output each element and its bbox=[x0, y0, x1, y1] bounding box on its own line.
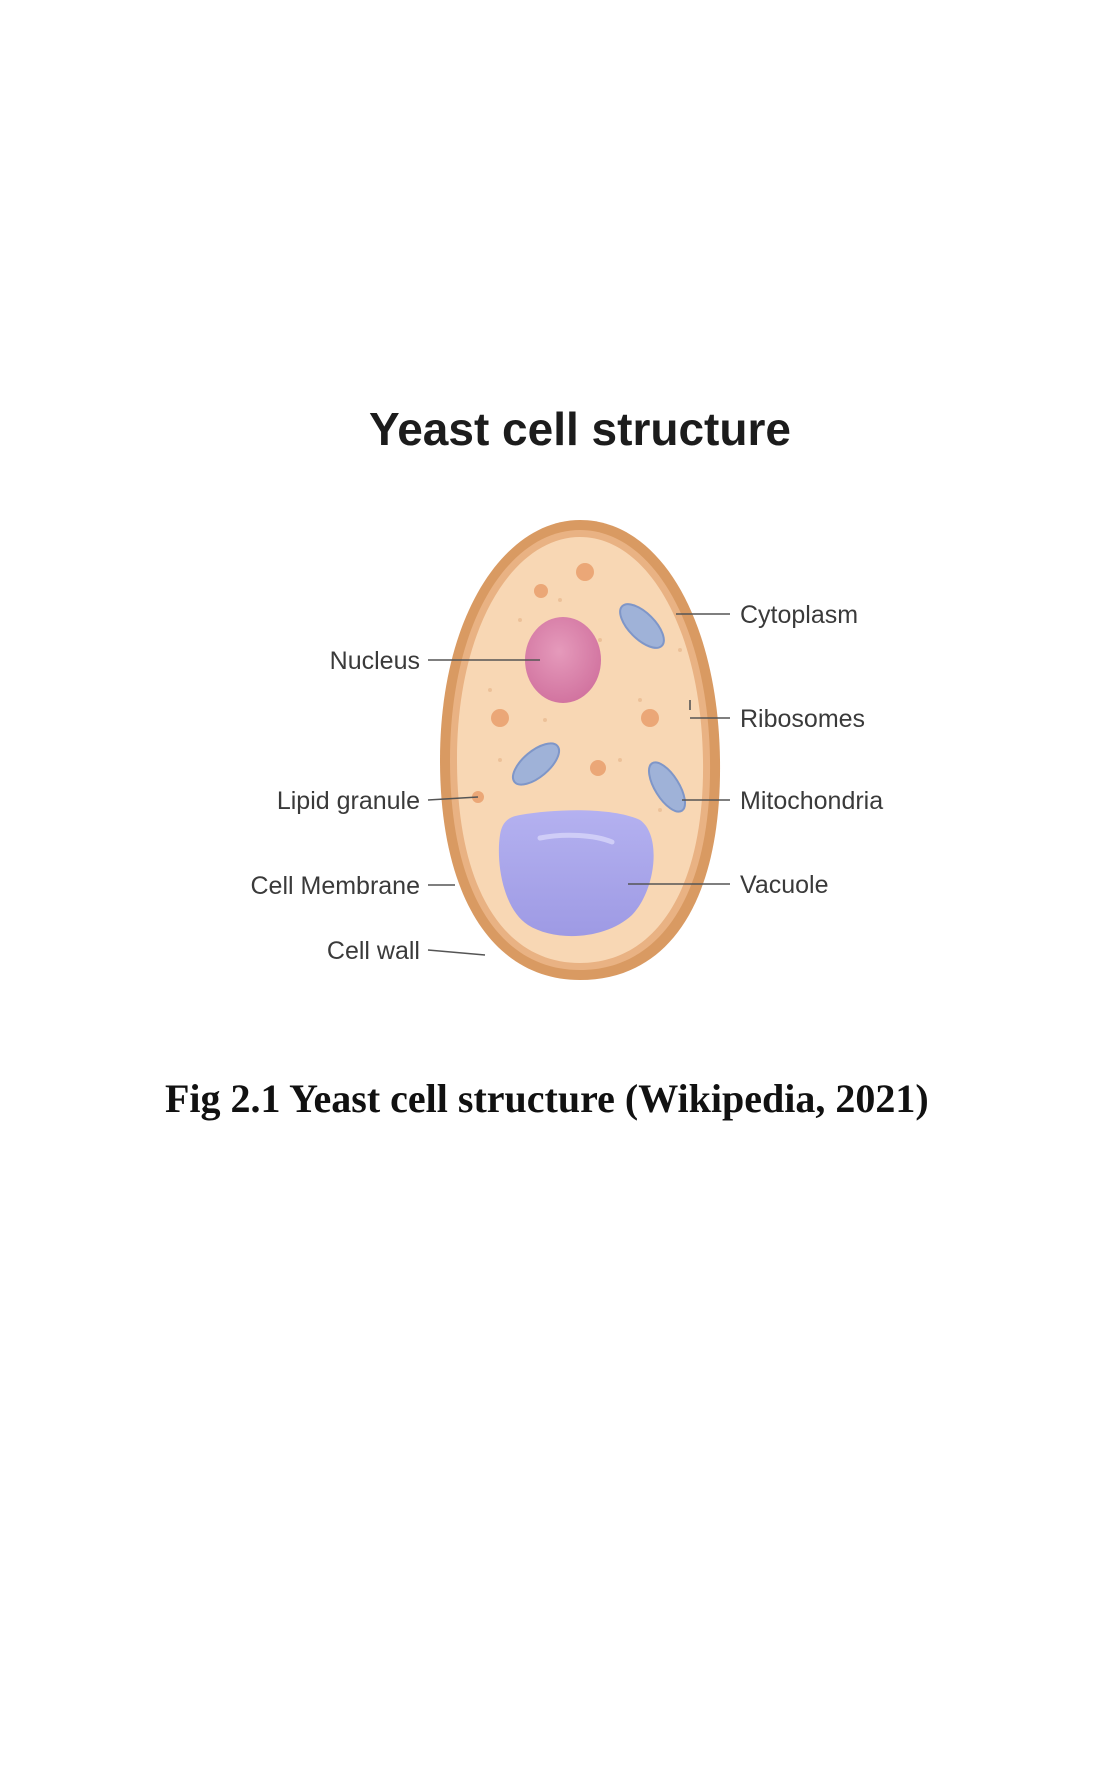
cytoplasm-speckles bbox=[488, 598, 682, 812]
leader-lines bbox=[427, 613, 730, 956]
diagram-title: Yeast cell structure bbox=[369, 403, 791, 455]
vacuole bbox=[498, 810, 654, 937]
label-cell-membrane: Cell Membrane bbox=[250, 872, 420, 900]
label-lipid-granule: Lipid granule bbox=[277, 787, 420, 815]
nucleus bbox=[525, 617, 601, 703]
yeast-cell-diagram: Yeast cell structure bbox=[250, 403, 883, 980]
mitochondria bbox=[511, 603, 686, 813]
label-vacuole: Vacuole bbox=[740, 871, 829, 899]
figure-caption: Fig 2.1 Yeast cell structure (Wikipedia,… bbox=[165, 1076, 929, 1121]
label-mitochondria: Mitochondria bbox=[740, 787, 883, 815]
label-nucleus: Nucleus bbox=[330, 647, 420, 675]
label-cytoplasm: Cytoplasm bbox=[740, 601, 858, 629]
label-ribosomes: Ribosomes bbox=[740, 705, 865, 733]
label-cell-wall: Cell wall bbox=[327, 937, 420, 965]
vacuole-highlight bbox=[537, 832, 615, 845]
